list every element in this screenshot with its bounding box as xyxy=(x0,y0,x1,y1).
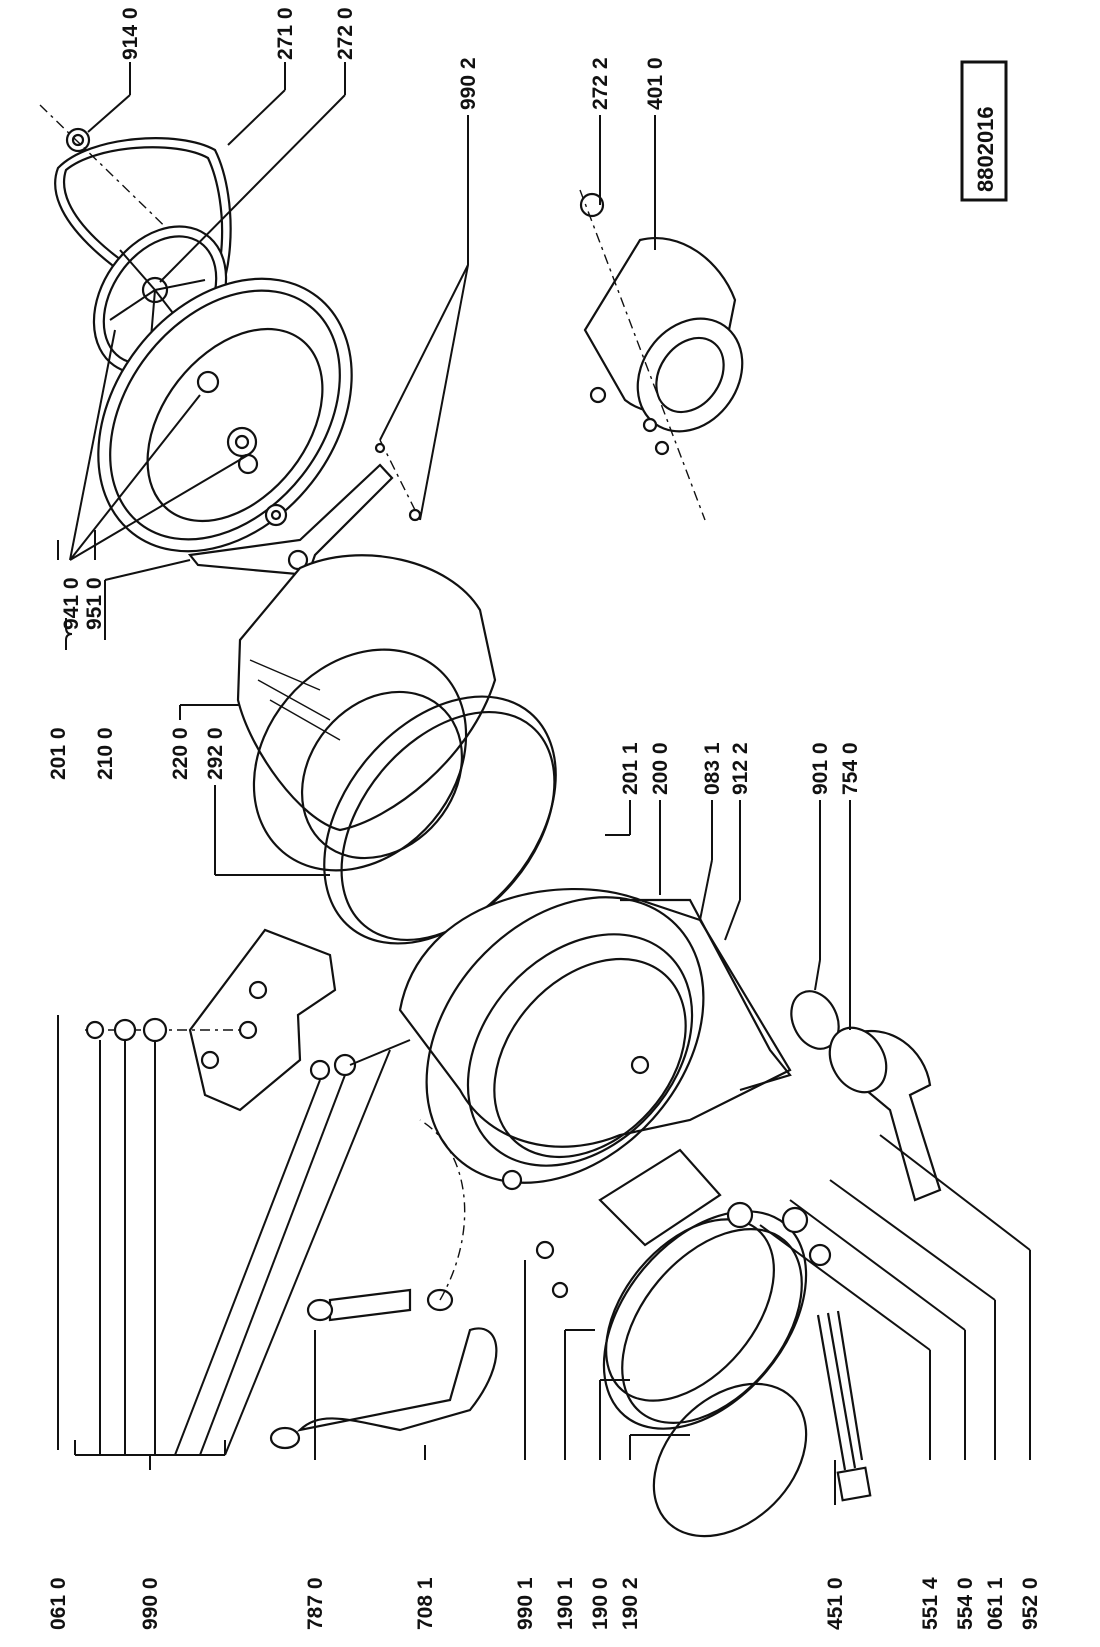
document-id: 8802016 xyxy=(973,106,998,192)
leader-lines xyxy=(57,62,1031,1505)
drum-ring xyxy=(323,695,557,945)
part-label: 201 1 xyxy=(619,742,642,795)
part-label: 061 0 xyxy=(47,1577,70,1630)
part-label: 990 0 xyxy=(139,1577,162,1630)
part-label: 912 2 xyxy=(729,742,752,795)
part-label: 990 1 xyxy=(514,1577,537,1630)
counterweight xyxy=(85,928,411,1112)
part-label: 061 1 xyxy=(984,1577,1007,1630)
outer-tub xyxy=(398,888,792,1191)
part-label: 272 0 xyxy=(334,7,357,60)
door-gasket xyxy=(602,1210,808,1430)
middle-labels: 941 0 951 0 201 0 210 0 220 0 292 0 201 … xyxy=(47,577,862,795)
drain-hose xyxy=(790,990,942,1202)
part-label: 083 1 xyxy=(701,742,724,795)
part-label: 190 1 xyxy=(554,1577,577,1630)
part-label: 914 0 xyxy=(119,7,142,60)
part-label: 210 0 xyxy=(94,727,117,780)
label-brace xyxy=(65,618,73,650)
part-label: 190 0 xyxy=(589,1577,612,1630)
part-label: 201 0 xyxy=(47,727,70,780)
part-label: 271 0 xyxy=(274,7,297,60)
part-label: 951 0 xyxy=(83,577,106,630)
part-label: 551 4 xyxy=(919,1577,942,1630)
part-label: 941 0 xyxy=(60,577,83,630)
bottom-labels: 061 0 990 0 787 0 708 1 990 1 190 1 190 … xyxy=(47,1577,1042,1630)
parts-drawing xyxy=(39,104,942,1538)
part-label: 190 2 xyxy=(619,1577,642,1630)
part-label: 787 0 xyxy=(304,1577,327,1630)
top-labels: 914 0 271 0 272 0 990 2 272 2 401 0 xyxy=(119,7,667,110)
part-label: 952 0 xyxy=(1019,1577,1042,1630)
part-label: 754 0 xyxy=(839,742,862,795)
part-label: 272 2 xyxy=(589,57,612,110)
rear-tub-cover xyxy=(97,277,353,553)
part-label: 901 0 xyxy=(809,742,832,795)
part-label: 451 0 xyxy=(824,1577,847,1630)
part-label: 401 0 xyxy=(644,57,667,110)
inner-drum xyxy=(236,554,497,872)
pressure-parts xyxy=(535,1148,832,1299)
part-label: 220 0 xyxy=(169,727,192,780)
part-label: 708 1 xyxy=(414,1577,437,1630)
part-label: 990 2 xyxy=(457,57,480,110)
document-id-box: 8802016 xyxy=(960,60,1008,202)
door-seal xyxy=(652,1382,808,1538)
part-label: 554 0 xyxy=(954,1577,977,1630)
motor xyxy=(579,189,744,521)
sump-hoses xyxy=(269,1119,498,1450)
part-label: 292 0 xyxy=(204,727,227,780)
part-label: 200 0 xyxy=(649,742,672,795)
heater-element xyxy=(816,1310,872,1502)
